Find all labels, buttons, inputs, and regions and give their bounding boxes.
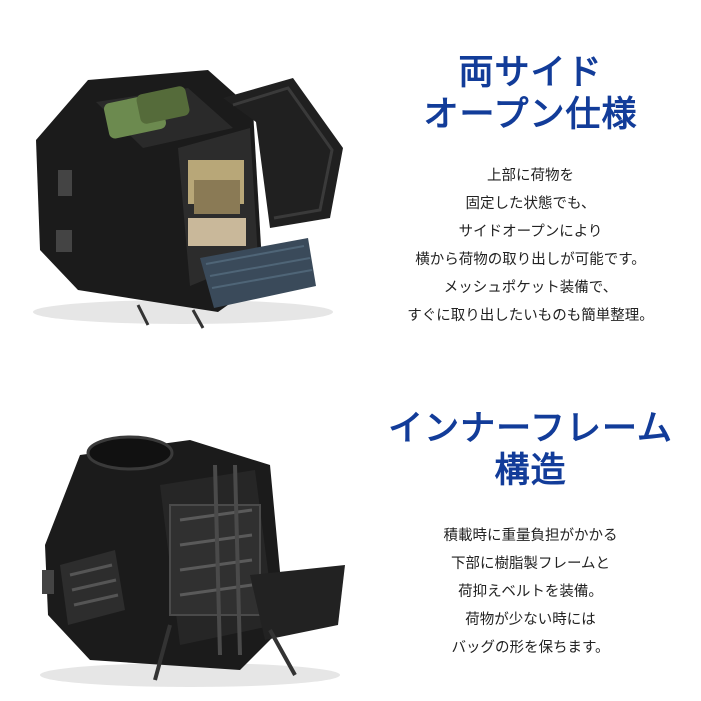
description-line: バッグの形を保ちます。 [451, 640, 610, 656]
description-line: すぐに取り出したいものも簡単整理。 [407, 308, 654, 324]
description-line: 荷物が少ない時には [465, 612, 596, 628]
description-line: サイドオープンにより [458, 224, 603, 240]
side-open-description: 上部に荷物を 固定した状態でも、 サイドオープンにより 横から荷物の取り出しが可… [360, 162, 701, 330]
description-line: 積載時に重量負担がかかる [443, 528, 618, 544]
side-open-section: 両サイド オープン仕様 上部に荷物を 固定した状態でも、 サイドオープンにより … [0, 0, 701, 350]
frame-bag-photo [40, 435, 345, 687]
description-line: 固定した状態でも、 [465, 196, 596, 212]
description-line: 荷抑えベルトを装備。 [458, 584, 603, 600]
inner-frame-section: インナーフレーム 構造 積載時に重量負担がかかる 下部に樹脂製フレームと 荷抑え… [0, 350, 701, 701]
side-open-text: 両サイド オープン仕様 上部に荷物を 固定した状態でも、 サイドオープンにより … [360, 52, 701, 330]
inner-frame-heading: インナーフレーム 構造 [360, 408, 701, 492]
inner-frame-description: 積載時に重量負担がかかる 下部に樹脂製フレームと 荷抑えベルトを装備。 荷物が少… [360, 522, 701, 662]
side-open-heading: 両サイド オープン仕様 [360, 52, 701, 136]
description-line: 下部に樹脂製フレームと [450, 556, 611, 572]
heading-line: 両サイド [458, 53, 603, 93]
description-line: メッシュポケット装備で、 [443, 280, 618, 296]
description-line: 横から荷物の取り出しが可能です。 [415, 252, 646, 268]
heading-line: 構造 [494, 451, 567, 491]
open-bag-photo [33, 70, 343, 329]
heading-line: オープン仕様 [423, 95, 638, 135]
heading-line: インナーフレーム [388, 409, 673, 449]
description-line: 上部に荷物を [487, 168, 574, 184]
inner-frame-text: インナーフレーム 構造 積載時に重量負担がかかる 下部に樹脂製フレームと 荷抑え… [360, 408, 701, 662]
